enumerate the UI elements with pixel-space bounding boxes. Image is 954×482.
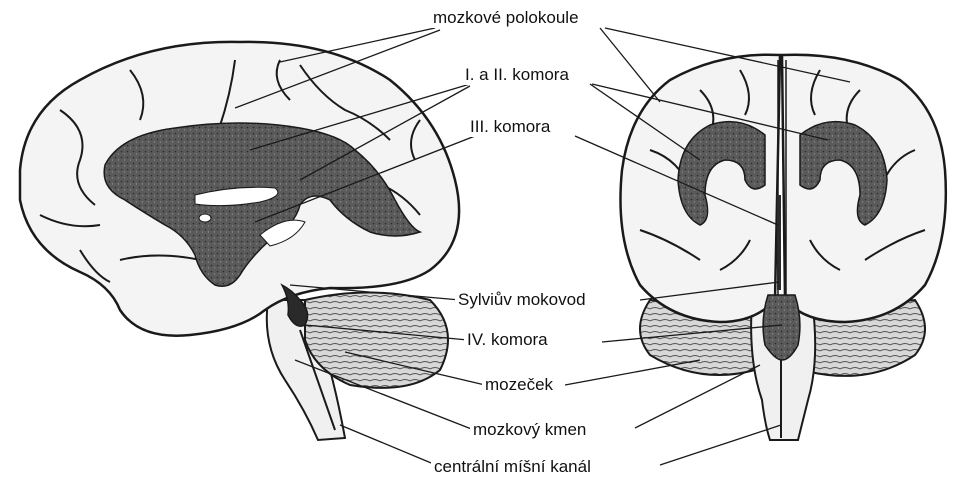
lateral-view (20, 42, 459, 440)
label-aqueduct: Sylviův mokovod (455, 290, 589, 310)
label-ventricles-1-2: I. a II. komora (462, 65, 572, 85)
frontal-view (620, 55, 945, 440)
label-central-canal: centrální míšní kanál (431, 457, 594, 477)
label-brainstem: mozkový kmen (470, 420, 589, 440)
label-hemispheres: mozkové polokoule (430, 8, 582, 28)
label-ventricle-4: IV. komora (464, 330, 551, 350)
label-ventricle-3: III. komora (467, 117, 553, 137)
frontal-4th-ventricle (763, 295, 800, 360)
label-cerebellum: mozeček (482, 375, 556, 395)
